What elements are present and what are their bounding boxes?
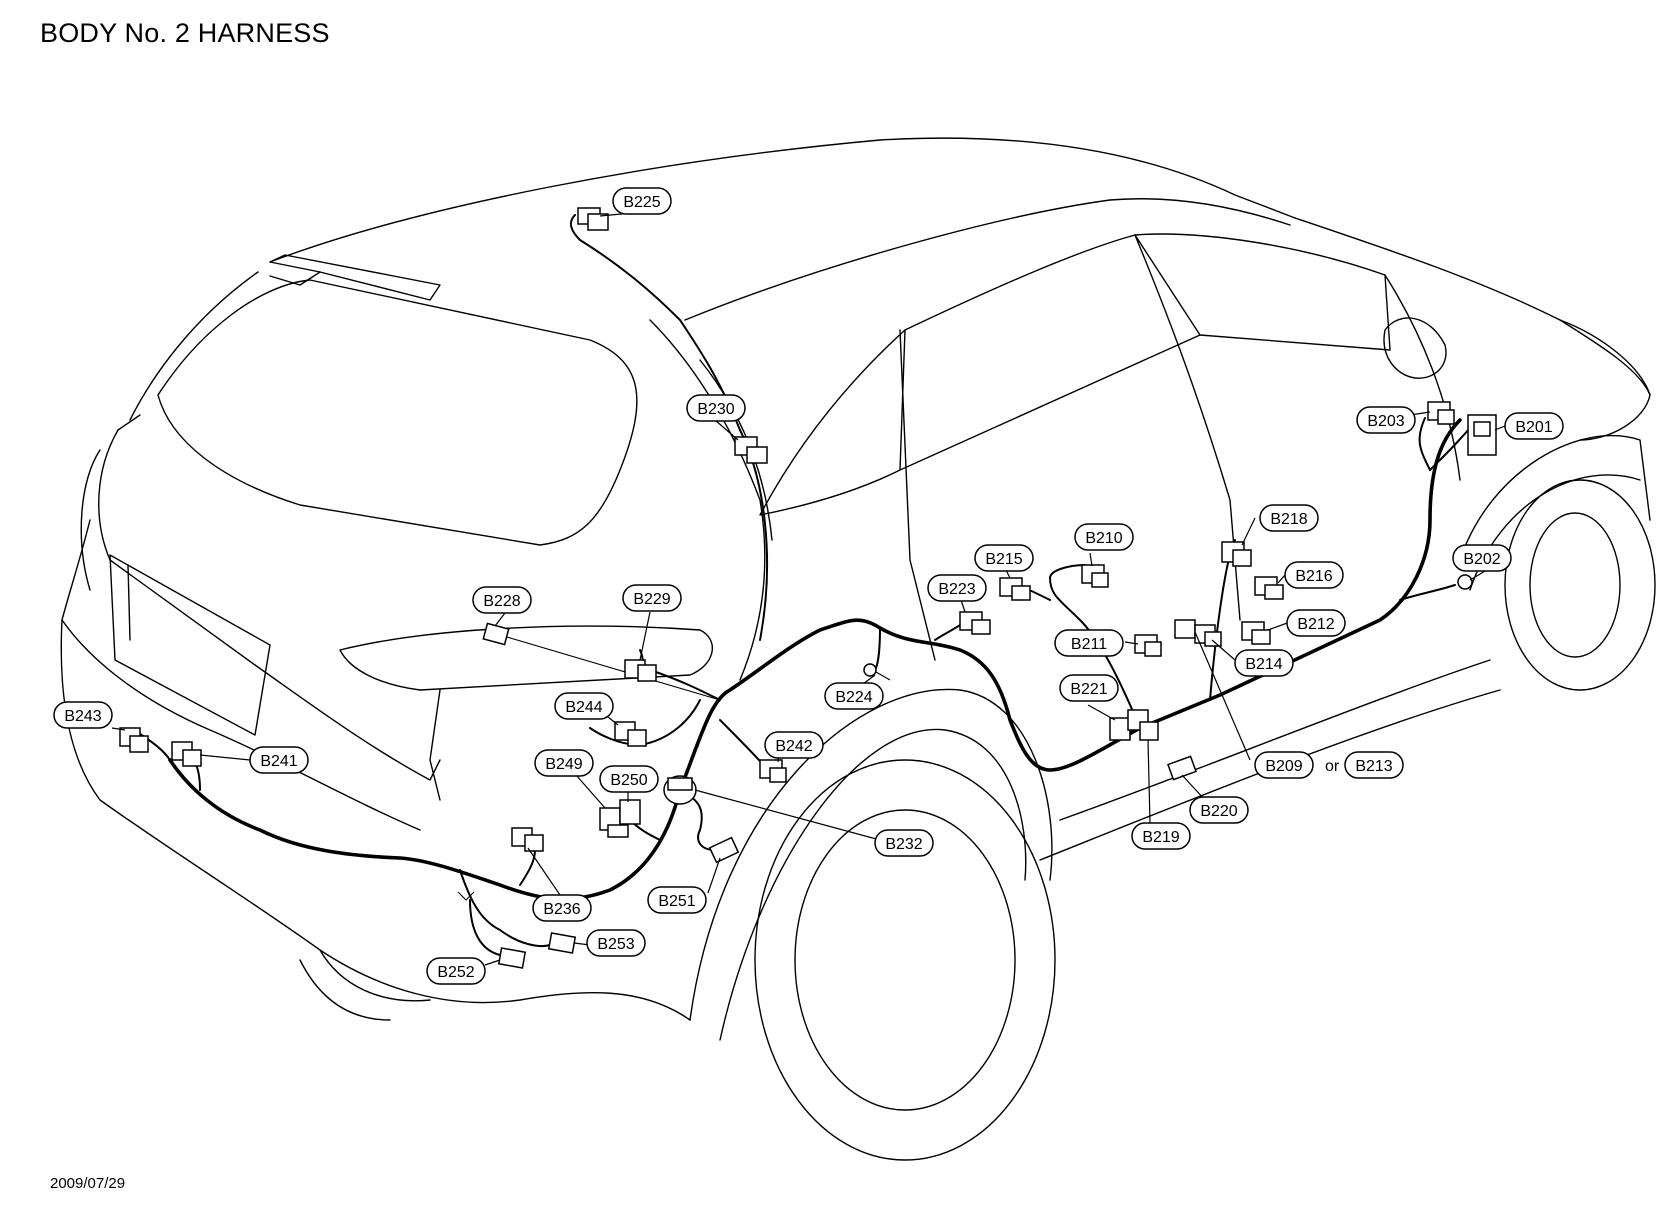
label-b232: B232 (874, 829, 934, 857)
label-b224: B224 (824, 682, 884, 710)
svg-text:B213: B213 (1355, 758, 1392, 775)
label-b214: B214 (1234, 649, 1294, 677)
svg-text:B202: B202 (1463, 551, 1500, 568)
svg-text:B221: B221 (1070, 681, 1107, 698)
label-b201: B201 (1504, 412, 1564, 440)
label-b242: B242 (764, 731, 824, 759)
label-b250: B250 (599, 765, 659, 793)
svg-text:B211: B211 (1071, 636, 1107, 653)
svg-text:B241: B241 (260, 753, 297, 770)
label-b244: B244 (554, 692, 614, 720)
svg-text:B251: B251 (658, 893, 695, 910)
svg-text:B219: B219 (1142, 829, 1179, 846)
svg-text:B210: B210 (1085, 530, 1122, 547)
svg-text:B224: B224 (835, 689, 872, 706)
svg-text:B249: B249 (545, 756, 582, 773)
svg-text:B228: B228 (483, 593, 520, 610)
label-b210: B210 (1074, 523, 1134, 551)
label-b203: B203 (1356, 406, 1416, 434)
label-b211: B211 (1054, 629, 1124, 657)
svg-text:B209: B209 (1265, 758, 1302, 775)
diagram-date: 2009/07/29 (50, 1175, 126, 1192)
label-b218: B218 (1259, 504, 1319, 532)
label-b223: B223 (927, 574, 987, 602)
label-b212: B212 (1286, 609, 1346, 637)
svg-text:B220: B220 (1200, 803, 1237, 820)
svg-text:B229: B229 (633, 591, 670, 608)
or-label: or (1325, 758, 1340, 775)
svg-text:B250: B250 (610, 772, 647, 789)
label-b219: B219 (1131, 822, 1191, 850)
svg-text:B243: B243 (64, 708, 101, 725)
svg-text:B212: B212 (1297, 616, 1334, 633)
label-b220: B220 (1189, 796, 1249, 824)
svg-text:B230: B230 (697, 401, 734, 418)
label-b252: B252 (426, 957, 486, 985)
label-b213: B213 (1344, 751, 1404, 779)
connector-glyphs (119, 207, 1497, 969)
svg-text:B232: B232 (885, 836, 922, 853)
svg-text:B214: B214 (1245, 656, 1282, 673)
svg-text:B236: B236 (543, 901, 580, 918)
svg-text:B201: B201 (1515, 419, 1552, 436)
label-b202: B202 (1452, 544, 1512, 572)
label-b236: B236 (532, 894, 592, 922)
label-b228: B228 (472, 586, 532, 614)
svg-text:B244: B244 (565, 699, 602, 716)
svg-text:B225: B225 (623, 194, 660, 211)
label-b249: B249 (534, 749, 594, 777)
svg-text:B253: B253 (597, 936, 634, 953)
label-b241: B241 (249, 746, 309, 774)
label-b215: B215 (974, 544, 1034, 572)
label-b251: B251 (647, 886, 707, 914)
diagram-title: BODY No. 2 HARNESS (40, 18, 330, 48)
label-b225: B225 (612, 187, 672, 215)
svg-text:B252: B252 (437, 964, 474, 981)
label-b230: B230 (686, 394, 746, 422)
svg-text:B216: B216 (1295, 568, 1332, 585)
svg-text:B218: B218 (1270, 511, 1307, 528)
svg-text:B203: B203 (1367, 413, 1404, 430)
svg-text:B242: B242 (775, 738, 812, 755)
svg-text:B223: B223 (938, 581, 975, 598)
connector-labels: B201 B202 B203 B218 B216 B212 B214 B210 (53, 187, 1564, 985)
label-b253: B253 (586, 929, 646, 957)
svg-text:B215: B215 (985, 551, 1022, 568)
vehicle-body-outline (60, 137, 1656, 1161)
label-b221: B221 (1059, 674, 1119, 702)
label-b229: B229 (622, 584, 682, 612)
label-b243: B243 (53, 701, 113, 729)
label-b216: B216 (1284, 561, 1344, 589)
label-b209: B209 (1254, 751, 1314, 779)
